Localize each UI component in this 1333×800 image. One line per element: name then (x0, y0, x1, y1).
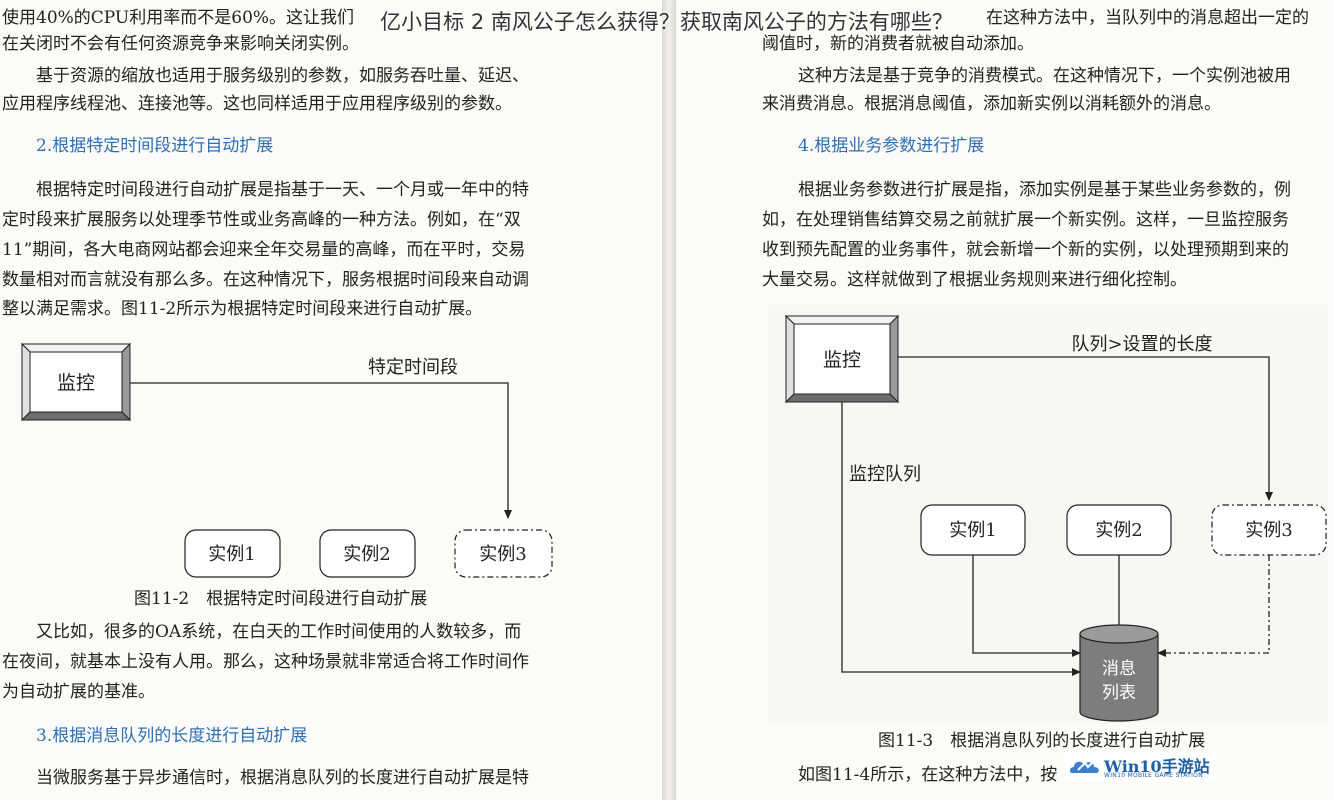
message-list-label-line-1: 消息 (1102, 659, 1136, 679)
right-paragraph-2-line-2: 来消费消息。根据消息阈值，添加新实例以消耗额外的消息。 (762, 94, 1221, 114)
instance-3-arrow (1157, 555, 1270, 657)
left-paragraph-3-line-3: 11”期间，各大电商网站都会迎来全年交易量的高峰，而在平时，交易 (2, 240, 526, 260)
left-paragraph-5-line-1: 当微服务基于异步通信时，根据消息队列的长度进行自动扩展是特 (36, 768, 529, 788)
left-paragraph-2-line-1: 基于资源的缩放也适用于服务级别的参数，如服务吞吐量、延迟、 (36, 66, 529, 86)
left-paragraph-3-line-2: 定时段来扩展服务以处理季节性或业务高峰的一种方法。例如，在“双 (2, 210, 521, 230)
figure-11-2-caption: 图11-2 根据特定时间段进行自动扩展 (134, 589, 428, 609)
left-paragraph-3-line-1: 根据特定时间段进行自动扩展是指基于一天、一个月或一年中的特 (36, 180, 529, 200)
message-list-cylinder: 消息 列表 (1079, 624, 1159, 722)
section-heading-3: 3.根据消息队列的长度进行自动扩展 (36, 726, 308, 746)
instance-1-label: 实例1 (949, 520, 996, 541)
instance-2-label: 实例2 (343, 544, 390, 565)
left-paragraph-2-line-2: 应用程序线程池、连接池等。这也同样适用于应用程序级别的参数。 (2, 94, 512, 114)
instance-3-box (454, 529, 553, 578)
right-paragraph-3-line-1: 根据业务参数进行扩展是指，添加实例是基于某些业务参数的，例 (798, 180, 1291, 200)
instance-3-label: 实例3 (479, 544, 526, 565)
right-paragraph-2-line-1: 这种方法是基于竞争的消费模式。在这种情况下，一个实例池被用 (798, 66, 1291, 86)
monitor-queue-label: 监控队列 (849, 464, 921, 485)
right-paragraph-3-line-3: 收到预先配置的业务事件，就会新增一个新的实例，以处理预期到来的 (762, 240, 1289, 260)
instance-2-box (319, 529, 416, 578)
watermark-main-text: Win10手游站 (1104, 757, 1210, 776)
watermark-sub-text: WIN10 MOBILE GAME STATION (1104, 772, 1203, 779)
figure-11-3-diagram: 监控 队列>设置的长度 监控队列 实例1 实例2 实例3 消息 列表 (768, 305, 1328, 723)
right-paragraph-1-line-1: 在这种方法中，当队列中的消息超出一定的 (986, 8, 1309, 28)
queue-threshold-label: 队列>设置的长度 (1071, 334, 1212, 355)
left-paragraph-3-line-5: 整以满足需求。图11-2所示为根据特定时间段来进行自动扩展。 (2, 299, 483, 319)
right-paragraph-1-line-2: 阈值时，新的消费者就被自动添加。 (762, 34, 1034, 54)
left-paragraph-4-line-1: 又比如，很多的OA系统，在白天的工作时间使用的人数较多，而 (36, 622, 522, 642)
timeslot-label: 特定时间段 (368, 357, 458, 378)
instance-1-label: 实例1 (208, 544, 255, 565)
section-heading-2: 2.根据特定时间段进行自动扩展 (36, 136, 274, 156)
figure-11-2-diagram: 监控 特定时间段 实例1 实例2 实例3 (20, 342, 553, 578)
instance-1-box (184, 529, 281, 578)
left-page: 使用40%的CPU利用率而不是60%。这让我们 在关闭时不会有任何资源竞争来影响… (0, 0, 662, 800)
message-list-label-line-2: 列表 (1102, 683, 1136, 703)
monitor-label: 监控 (57, 372, 95, 394)
section-heading-4: 4.根据业务参数进行扩展 (798, 136, 985, 156)
queue-threshold-arrow (898, 356, 1273, 501)
right-page: 在这种方法中，当队列中的消息超出一定的 阈值时，新的消费者就被自动添加。 这种方… (676, 0, 1333, 800)
right-paragraph-3-line-4: 大量交易。这样就做到了根据业务规则来进行细化控制。 (762, 270, 1187, 290)
left-paragraph-4-line-3: 为自动扩展的基准。 (2, 682, 155, 702)
monitor-queue-arrow (841, 402, 1081, 676)
instance-3-label: 实例3 (1245, 520, 1292, 541)
timeslot-arrow (130, 382, 512, 519)
left-paragraph-4-line-2: 在夜间，就基本上没有人用。那么，这种场景就非常适合将工作时间作 (2, 652, 529, 672)
book-gutter (662, 0, 676, 800)
cloud-bird-icon (1069, 760, 1099, 773)
watermark-logo: Win10手游站 WIN10 MOBILE GAME STATION (1064, 752, 1216, 782)
monitor-label: 监控 (823, 349, 861, 371)
left-paragraph-1-line-1: 使用40%的CPU利用率而不是60%。这让我们 (2, 8, 355, 28)
instance-2-label: 实例2 (1095, 520, 1142, 541)
monitor-box: 监控 (784, 314, 900, 404)
overlay-title: 亿小目标 2 南风公子怎么获得？获取南风公子的方法有哪些？ (380, 10, 953, 34)
monitor-box: 监控 (20, 342, 132, 422)
right-paragraph-3-line-2: 如，在处理销售结算交易之前就扩展一个新实例。这样，一旦监控服务 (762, 210, 1289, 230)
figure-11-3-caption: 图11-3 根据消息队列的长度进行自动扩展 (878, 731, 1206, 751)
instance-1-arrow (972, 555, 1081, 657)
left-paragraph-3-line-4: 数量相对而言就没有那么多。在这种情况下，服务根据时间段来自动调 (2, 270, 529, 290)
right-paragraph-4-line-1: 如图11-4所示，在这种方法中，按 (798, 765, 1058, 785)
left-paragraph-1-line-2: 在关闭时不会有任何资源竞争来影响关闭实例。 (2, 34, 359, 54)
